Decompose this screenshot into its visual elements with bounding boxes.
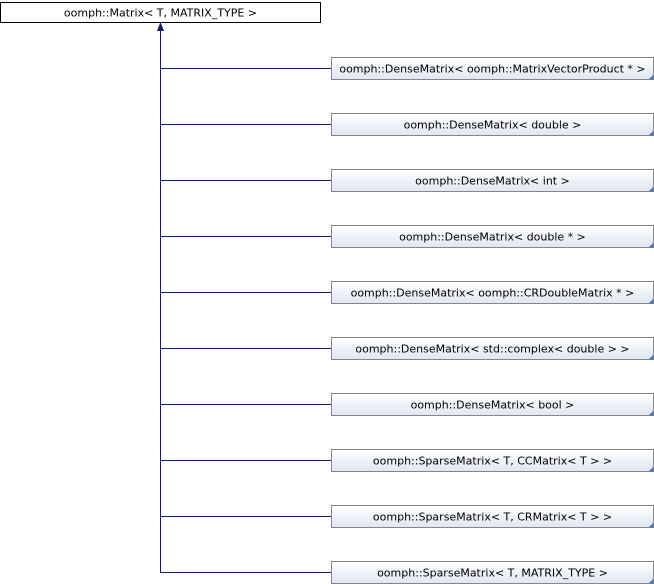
- derived-class-label: oomph::DenseMatrix< double >: [404, 119, 582, 132]
- derived-class-label: oomph::SparseMatrix< T, MATRIX_TYPE >: [377, 567, 608, 580]
- derived-class-nodes: oomph::DenseMatrix< oomph::MatrixVectorP…: [331, 57, 654, 584]
- derived-class-node[interactable]: oomph::SparseMatrix< T, CRMatrix< T > >: [331, 505, 654, 528]
- derived-class-label: oomph::DenseMatrix< oomph::MatrixVectorP…: [339, 63, 645, 76]
- derived-class-node[interactable]: oomph::DenseMatrix< double * >: [331, 225, 654, 248]
- more-marker-icon: [648, 298, 654, 304]
- derived-class-node[interactable]: oomph::DenseMatrix< std::complex< double…: [331, 337, 654, 360]
- more-marker-icon: [648, 354, 654, 360]
- more-marker-icon: [648, 242, 654, 248]
- derived-class-node[interactable]: oomph::DenseMatrix< double >: [331, 113, 654, 136]
- derived-class-label: oomph::DenseMatrix< std::complex< double…: [355, 343, 629, 356]
- more-marker-icon: [648, 522, 654, 528]
- derived-class-node[interactable]: oomph::DenseMatrix< oomph::CRDoubleMatri…: [331, 281, 654, 304]
- more-marker-icon: [648, 186, 654, 192]
- derived-class-node[interactable]: oomph::DenseMatrix< bool >: [331, 393, 654, 416]
- inheritance-edges: [160, 68, 332, 573]
- derived-class-label: oomph::DenseMatrix< int >: [415, 175, 570, 188]
- derived-class-node[interactable]: oomph::DenseMatrix< int >: [331, 169, 654, 192]
- derived-class-label: oomph::DenseMatrix< oomph::CRDoubleMatri…: [351, 287, 635, 300]
- derived-class-node[interactable]: oomph::DenseMatrix< oomph::MatrixVectorP…: [331, 57, 654, 80]
- derived-class-label: oomph::DenseMatrix< double * >: [399, 231, 586, 244]
- more-marker-icon: [648, 130, 654, 136]
- more-marker-icon: [648, 74, 654, 80]
- more-marker-icon: [648, 410, 654, 416]
- derived-class-node[interactable]: oomph::SparseMatrix< T, CCMatrix< T > >: [331, 449, 654, 472]
- derived-class-label: oomph::SparseMatrix< T, CCMatrix< T > >: [373, 455, 612, 468]
- derived-class-label: oomph::DenseMatrix< bool >: [411, 399, 575, 412]
- base-class-label: oomph::Matrix< T, MATRIX_TYPE >: [64, 7, 257, 20]
- derived-class-node[interactable]: oomph::SparseMatrix< T, MATRIX_TYPE >: [331, 561, 654, 584]
- derived-class-label: oomph::SparseMatrix< T, CRMatrix< T > >: [373, 511, 612, 524]
- more-marker-icon: [648, 578, 654, 584]
- base-class-node[interactable]: oomph::Matrix< T, MATRIX_TYPE >: [0, 2, 321, 23]
- inheritance-arrowhead: [157, 22, 164, 31]
- more-marker-icon: [648, 466, 654, 472]
